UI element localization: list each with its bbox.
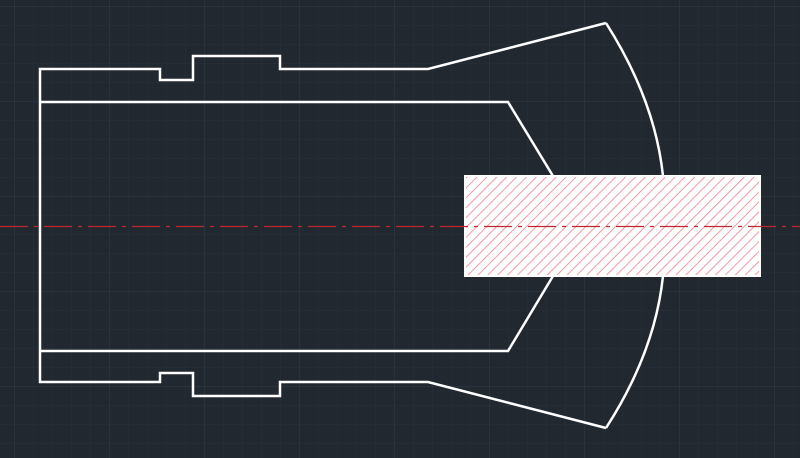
outer-profile-bottom[interactable] xyxy=(38,226,607,430)
outer-profile-top[interactable] xyxy=(38,21,607,226)
spherical-end-arc-top[interactable] xyxy=(604,22,665,177)
inner-bore-bottom[interactable] xyxy=(40,275,555,353)
inner-bore-top[interactable] xyxy=(40,100,555,177)
spherical-end-arc-bottom[interactable] xyxy=(604,275,665,429)
